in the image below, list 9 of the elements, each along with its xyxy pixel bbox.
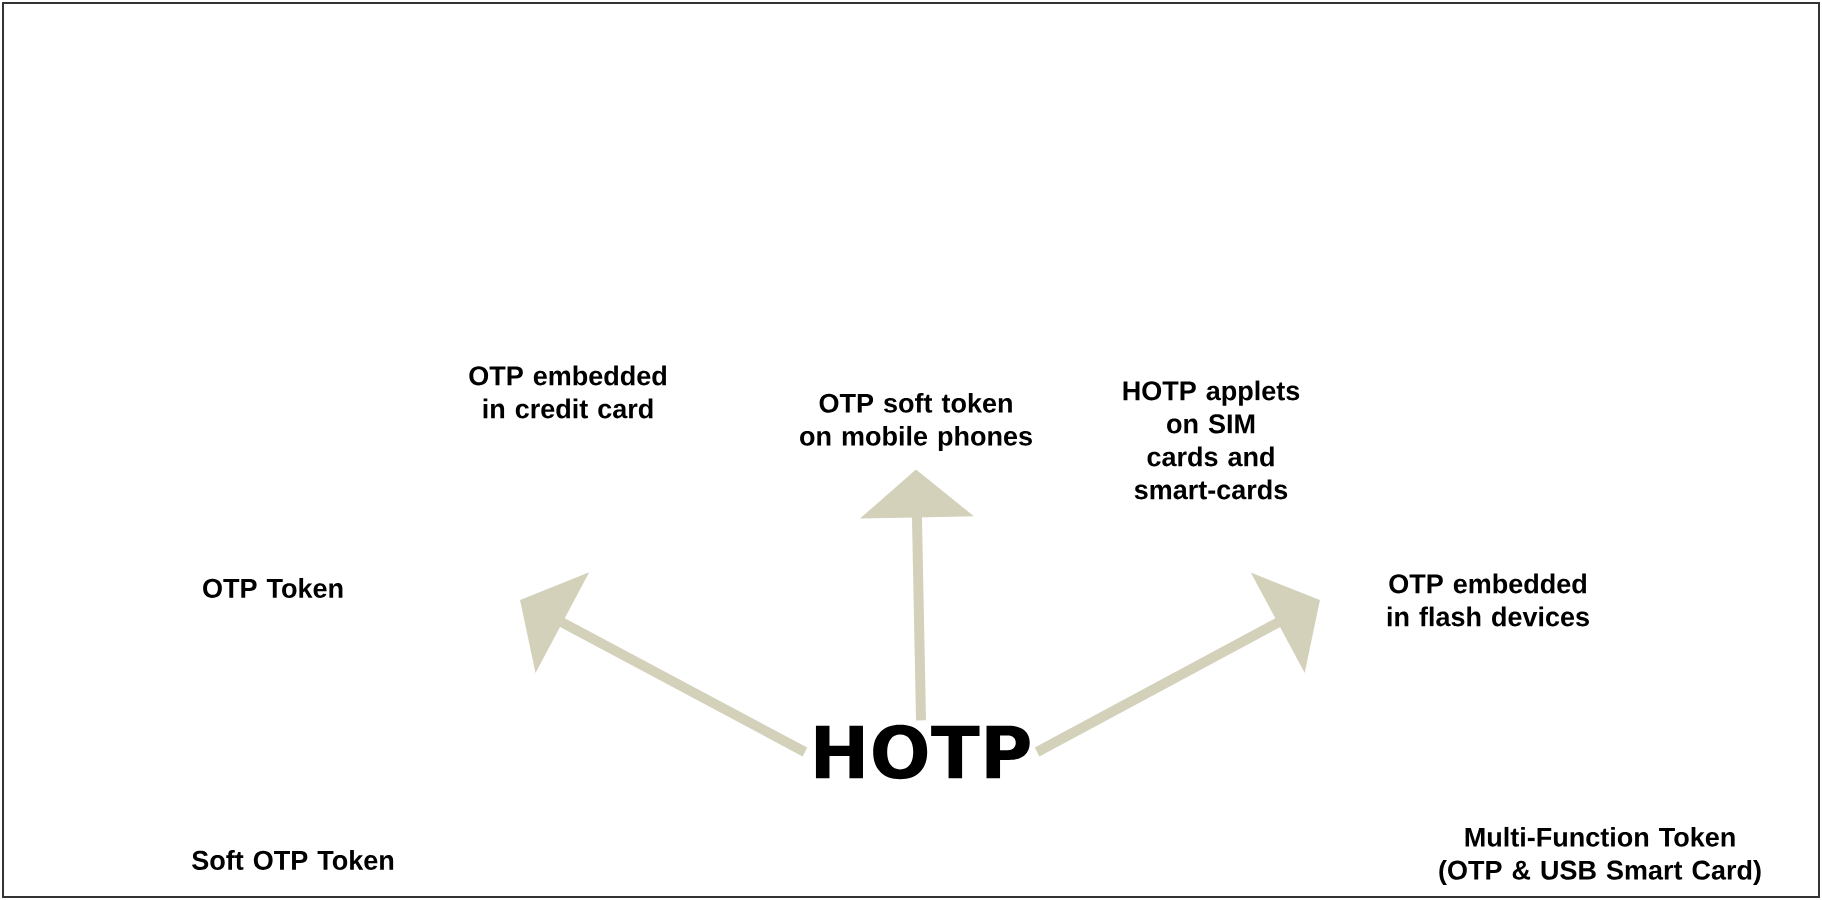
item-label: OTP embedded in flash devices: [1387, 573, 1589, 627]
item-label: HOTP applets on SIM cards and smart-cards: [1123, 380, 1300, 500]
item-label: Multi-Function Token (OTP & USB Smart Card): [1439, 826, 1761, 886]
item-label: Soft OTP Token: [192, 850, 394, 870]
pointer-arrow: [1034, 572, 1320, 757]
item-label: OTP embedded in credit card: [469, 365, 666, 419]
item-label: OTP Token: [203, 578, 343, 598]
item-label: OTP soft token on mobile phones: [800, 392, 1032, 452]
title-text: HOTP: [815, 724, 1030, 780]
